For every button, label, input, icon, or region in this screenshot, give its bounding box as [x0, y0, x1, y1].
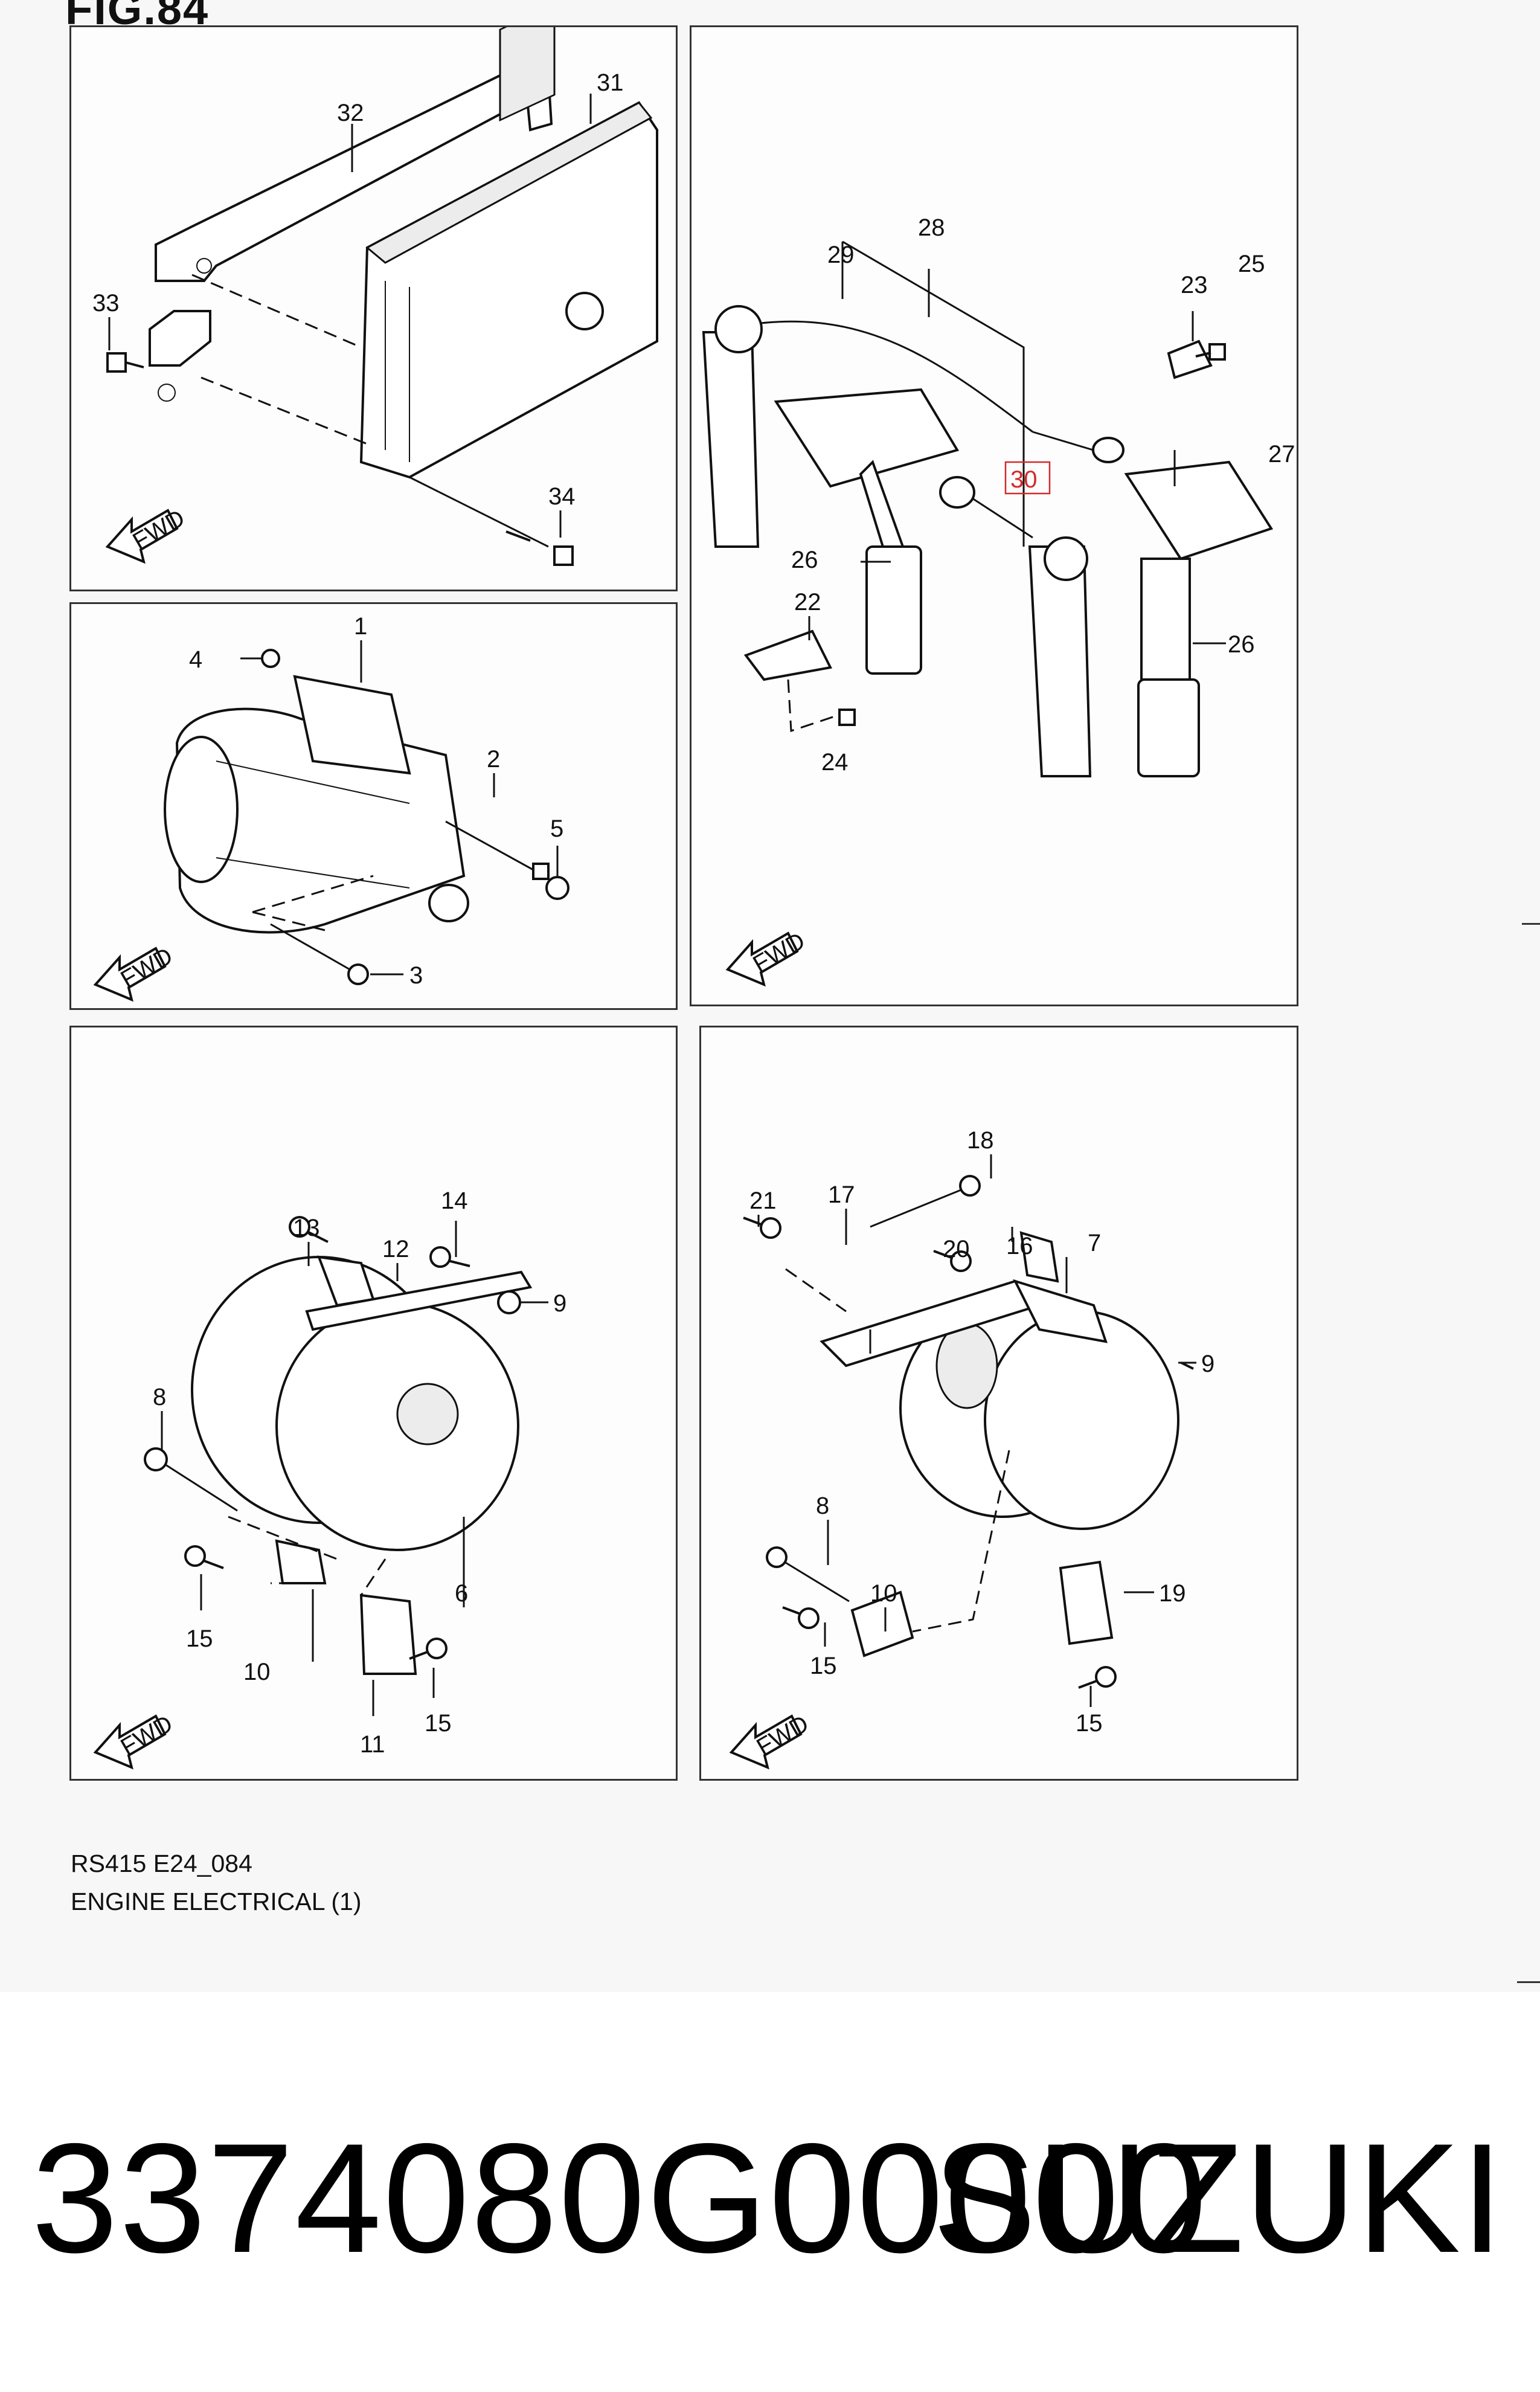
diagram-sheet: FIG.84 31 32 33 [65, 0, 1540, 1983]
panel-starter: 1 4 2 5 3 FWD [69, 602, 678, 1010]
fwd-label: FWD [749, 927, 810, 978]
diagram-section: ENGINE ELECTRICAL (1) [71, 1888, 362, 1915]
fwd-label: FWD [117, 1710, 178, 1761]
fwd-arrow-icon: FWD [725, 927, 810, 987]
callout-26-left: 26 [791, 547, 818, 573]
callout-25: 25 [1238, 251, 1265, 277]
callout-33: 33 [92, 290, 120, 317]
callout-18: 18 [967, 1127, 994, 1154]
callout-15-left: 15 [810, 1653, 837, 1679]
callout-5: 5 [550, 815, 563, 842]
ignition-coil-shape [774, 388, 960, 488]
callout-15-right: 15 [425, 1710, 452, 1737]
callout-15-left: 15 [186, 1625, 213, 1652]
panel-ignition: 30 28 29 25 23 27 26 22 24 26 FWD [690, 25, 1298, 1006]
callout-30: 30 [1010, 466, 1038, 493]
callout-26-right: 26 [1228, 631, 1255, 658]
right-coil-shape [1124, 460, 1274, 561]
callout-7: 7 [1088, 1230, 1101, 1256]
fwd-label: FWD [117, 942, 178, 993]
callout-22: 22 [794, 589, 821, 616]
edge-tick [1522, 923, 1540, 925]
callout-16: 16 [1006, 1233, 1033, 1259]
callout-14: 14 [441, 1188, 468, 1214]
callout-11: 11 [360, 1731, 385, 1758]
highlight-box [1004, 461, 1051, 495]
callout-6: 6 [455, 1580, 468, 1607]
callout-27: 27 [1268, 441, 1295, 468]
callout-17: 17 [828, 1182, 855, 1208]
part-number: 3374080G00000 [31, 2111, 1208, 2285]
ecm-bracket-shape [155, 62, 553, 282]
diagram-code: RS415 E24_084 [71, 1850, 252, 1877]
edge-tick [1517, 1981, 1540, 1983]
fwd-arrow-icon: FWD [729, 1710, 813, 1770]
callout-10: 10 [870, 1580, 897, 1607]
adjusting-bar-shape [305, 1270, 533, 1331]
callout-12: 12 [382, 1236, 409, 1262]
bolt-34-shape [505, 530, 574, 566]
callout-8: 8 [816, 1493, 829, 1519]
callout-9: 9 [1201, 1351, 1214, 1377]
plug-wire-boot-shape [702, 331, 760, 548]
callout-1: 1 [354, 613, 367, 640]
brand-name: SUZUKI [932, 2111, 1504, 2285]
callout-28: 28 [918, 214, 945, 241]
ecm-connector-shape [565, 292, 604, 330]
callout-19: 19 [1159, 1580, 1186, 1607]
panel-ecm: 31 32 33 34 FWD [69, 25, 678, 591]
panel-alternator-a: 14 13 12 9 8 6 15 10 11 15 FWD [69, 1026, 678, 1781]
callout-34: 34 [548, 483, 576, 510]
fwd-label: FWD [129, 504, 190, 555]
callout-2: 2 [487, 746, 500, 773]
callout-4: 4 [189, 646, 202, 673]
callout-10: 10 [243, 1659, 271, 1685]
callout-20: 20 [943, 1236, 970, 1262]
callout-9: 9 [553, 1290, 566, 1317]
callout-13: 13 [293, 1215, 320, 1241]
fwd-arrow-icon: FWD [105, 504, 190, 564]
fwd-arrow-icon: FWD [93, 942, 178, 1002]
callout-24: 24 [821, 749, 849, 776]
bolt-33-shape [106, 352, 144, 373]
fwd-label: FWD [752, 1710, 813, 1761]
fwd-arrow-icon: FWD [93, 1710, 178, 1770]
callout-15-right: 15 [1076, 1710, 1103, 1737]
callout-21: 21 [749, 1188, 777, 1214]
callout-32: 32 [337, 100, 364, 126]
callout-29: 29 [827, 242, 855, 268]
callout-31: 31 [597, 69, 624, 96]
callout-23: 23 [1181, 272, 1208, 298]
ecm-bracket-foot-shape [149, 310, 211, 367]
callout-3: 3 [409, 962, 423, 989]
panel-alternator-b: 18 21 17 20 16 7 9 8 10 19 15 15 FWD [699, 1026, 1298, 1781]
callout-8: 8 [153, 1384, 166, 1410]
